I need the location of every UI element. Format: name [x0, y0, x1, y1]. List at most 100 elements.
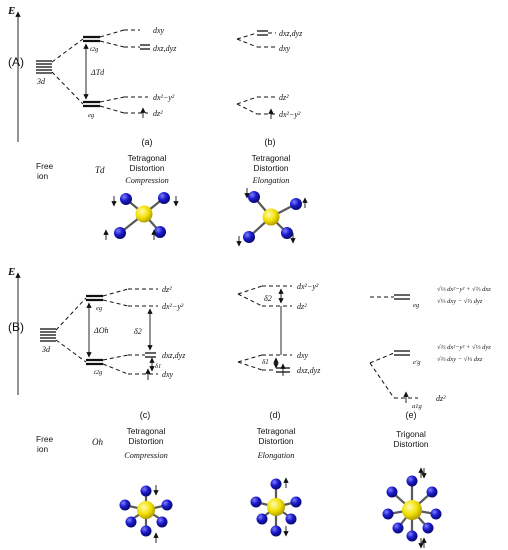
free-ion-label-A-2: ion [37, 171, 48, 181]
oh-t2g-level: t2g [86, 358, 103, 376]
free-ion-levels-A: 3d [36, 60, 52, 86]
ligand-atom [422, 522, 434, 534]
e-expr-3: √⅔ dx²−y² + √⅓ dyz [437, 343, 491, 351]
panel-e-title-1: Trigonal [396, 429, 426, 439]
ligand-atom [158, 192, 170, 204]
ligand-atom [270, 525, 282, 537]
delta-td-arrow: ΔTd [83, 43, 105, 100]
label-b-dz2: dz² [279, 93, 289, 102]
panel-d-subtitle: Elongation [257, 451, 295, 460]
metal-atom [402, 500, 422, 520]
ligand-atom [156, 516, 168, 528]
label-d-dxy: dxy [297, 351, 309, 360]
panel-a-title-1: Tetragonal [128, 153, 167, 163]
ligand-atom [430, 508, 442, 520]
delta-oh-label: ΔOh [93, 326, 108, 335]
panel-b-title-1: Tetragonal [252, 153, 291, 163]
ligand-atom [290, 198, 302, 210]
section-label-B: (B) [8, 320, 24, 334]
t2g-label-B: t2g [94, 369, 103, 376]
ligand-atom [248, 191, 260, 203]
panel-a-subtitle: Compression [125, 176, 169, 185]
label-e-eg-upper: eg [413, 302, 420, 309]
label-c-dz2: dz² [162, 285, 172, 294]
label-e-a1g: a1g [412, 403, 423, 410]
label-e-eg-lower: e'g [413, 359, 421, 366]
free-ion-label-A-1: Free [36, 161, 53, 171]
free-ion-label-B-2: ion [37, 444, 48, 454]
free-ion-levels-B: 3d [40, 328, 56, 354]
ligand-atom [140, 525, 152, 537]
molecule-a [103, 192, 179, 240]
panel-a-title-2: Distortion [129, 163, 164, 173]
connector [51, 71, 84, 105]
ligand-atom [140, 485, 152, 497]
panel-c-title-2: Distortion [128, 436, 163, 446]
molecule-b [236, 188, 308, 247]
label-d-dz2: dz² [297, 302, 307, 311]
molecule-e [382, 467, 442, 549]
ligand-atom [119, 499, 131, 511]
panel-b-letter: (b) [265, 137, 276, 147]
ion-3d-label-B: 3d [41, 345, 51, 354]
label-b-dxy: dxy [279, 44, 291, 53]
panel-d-letter: (d) [270, 410, 281, 420]
delta1-label-d: δ1 [262, 358, 269, 366]
ligand-atom [250, 496, 262, 508]
panel-e-title-2: Distortion [393, 439, 428, 449]
e-expr-2: √⅓ dxy − √⅔ dyz [437, 297, 483, 305]
delta1-arrow-d: δ1 [262, 357, 279, 369]
oh-eg-level: eg [86, 294, 103, 312]
ligand-atom [154, 226, 166, 238]
panel-b-title-2: Distortion [253, 163, 288, 173]
ligand-atom [243, 231, 255, 243]
label-a-dxy: dxy [153, 26, 165, 35]
ligand-atom [406, 530, 418, 542]
ligand-atom [392, 522, 404, 534]
label-d-dxzdyz: dxz,dyz [297, 366, 321, 375]
panel-a-letter: (a) [142, 137, 153, 147]
ligand-atom [270, 478, 282, 490]
label-b-dxzdyz: dxz,dyz [279, 29, 303, 38]
panel-e-letter: (e) [406, 410, 417, 420]
metal-atom [267, 498, 285, 516]
ligand-atom [161, 499, 173, 511]
metal-atom [135, 205, 153, 223]
e-expr-1: √⅓ dx²−y² + √⅔ dxz [437, 285, 491, 293]
ligand-atom [406, 475, 418, 487]
e-expr-4: √⅔ dxy − √⅓ dxz [437, 355, 483, 363]
label-c-dxy: dxy [162, 370, 174, 379]
label-d-dx2y2: dx²−y² [297, 282, 319, 291]
td-t2-level: t2g [83, 35, 100, 53]
td-e-level: eg [83, 100, 100, 119]
label-a-dxzdyz: dxz,dyz [153, 44, 177, 53]
label-c-dxzdyz: dxz,dyz [162, 351, 186, 360]
section-label-A: (A) [8, 55, 24, 69]
molecule-c [119, 485, 173, 543]
t2-label: t2g [90, 46, 99, 53]
energy-axis-B: E [7, 266, 21, 395]
energy-axis-label-B: E [7, 266, 15, 278]
symmetry-oh-label: Oh [92, 437, 103, 447]
label-b-dx2y2: dx²−y² [279, 110, 301, 119]
ligand-atom [285, 513, 297, 525]
ion-3d-label-A: 3d [36, 77, 46, 86]
delta2-arrow-d: δ2 [264, 288, 284, 355]
panel-c-title-1: Tetragonal [127, 426, 166, 436]
connector [51, 38, 84, 63]
ligand-atom [386, 486, 398, 498]
ligand-atom [125, 516, 137, 528]
ligand-atom [382, 508, 394, 520]
eg-label: eg [88, 112, 95, 119]
label-a-dz2: dz² [153, 109, 163, 118]
molecule-d [250, 477, 302, 537]
label-c-dx2y2: dx²−y² [162, 302, 184, 311]
ligand-atom [290, 496, 302, 508]
free-ion-label-B-1: Free [36, 434, 53, 444]
panel-d-title-2: Distortion [258, 436, 293, 446]
label-a-dx2y2: dx²−y² [153, 93, 175, 102]
eg-label-B: eg [96, 305, 103, 312]
panel-c-letter: (c) [140, 410, 151, 420]
panel-b-subtitle: Elongation [252, 176, 290, 185]
